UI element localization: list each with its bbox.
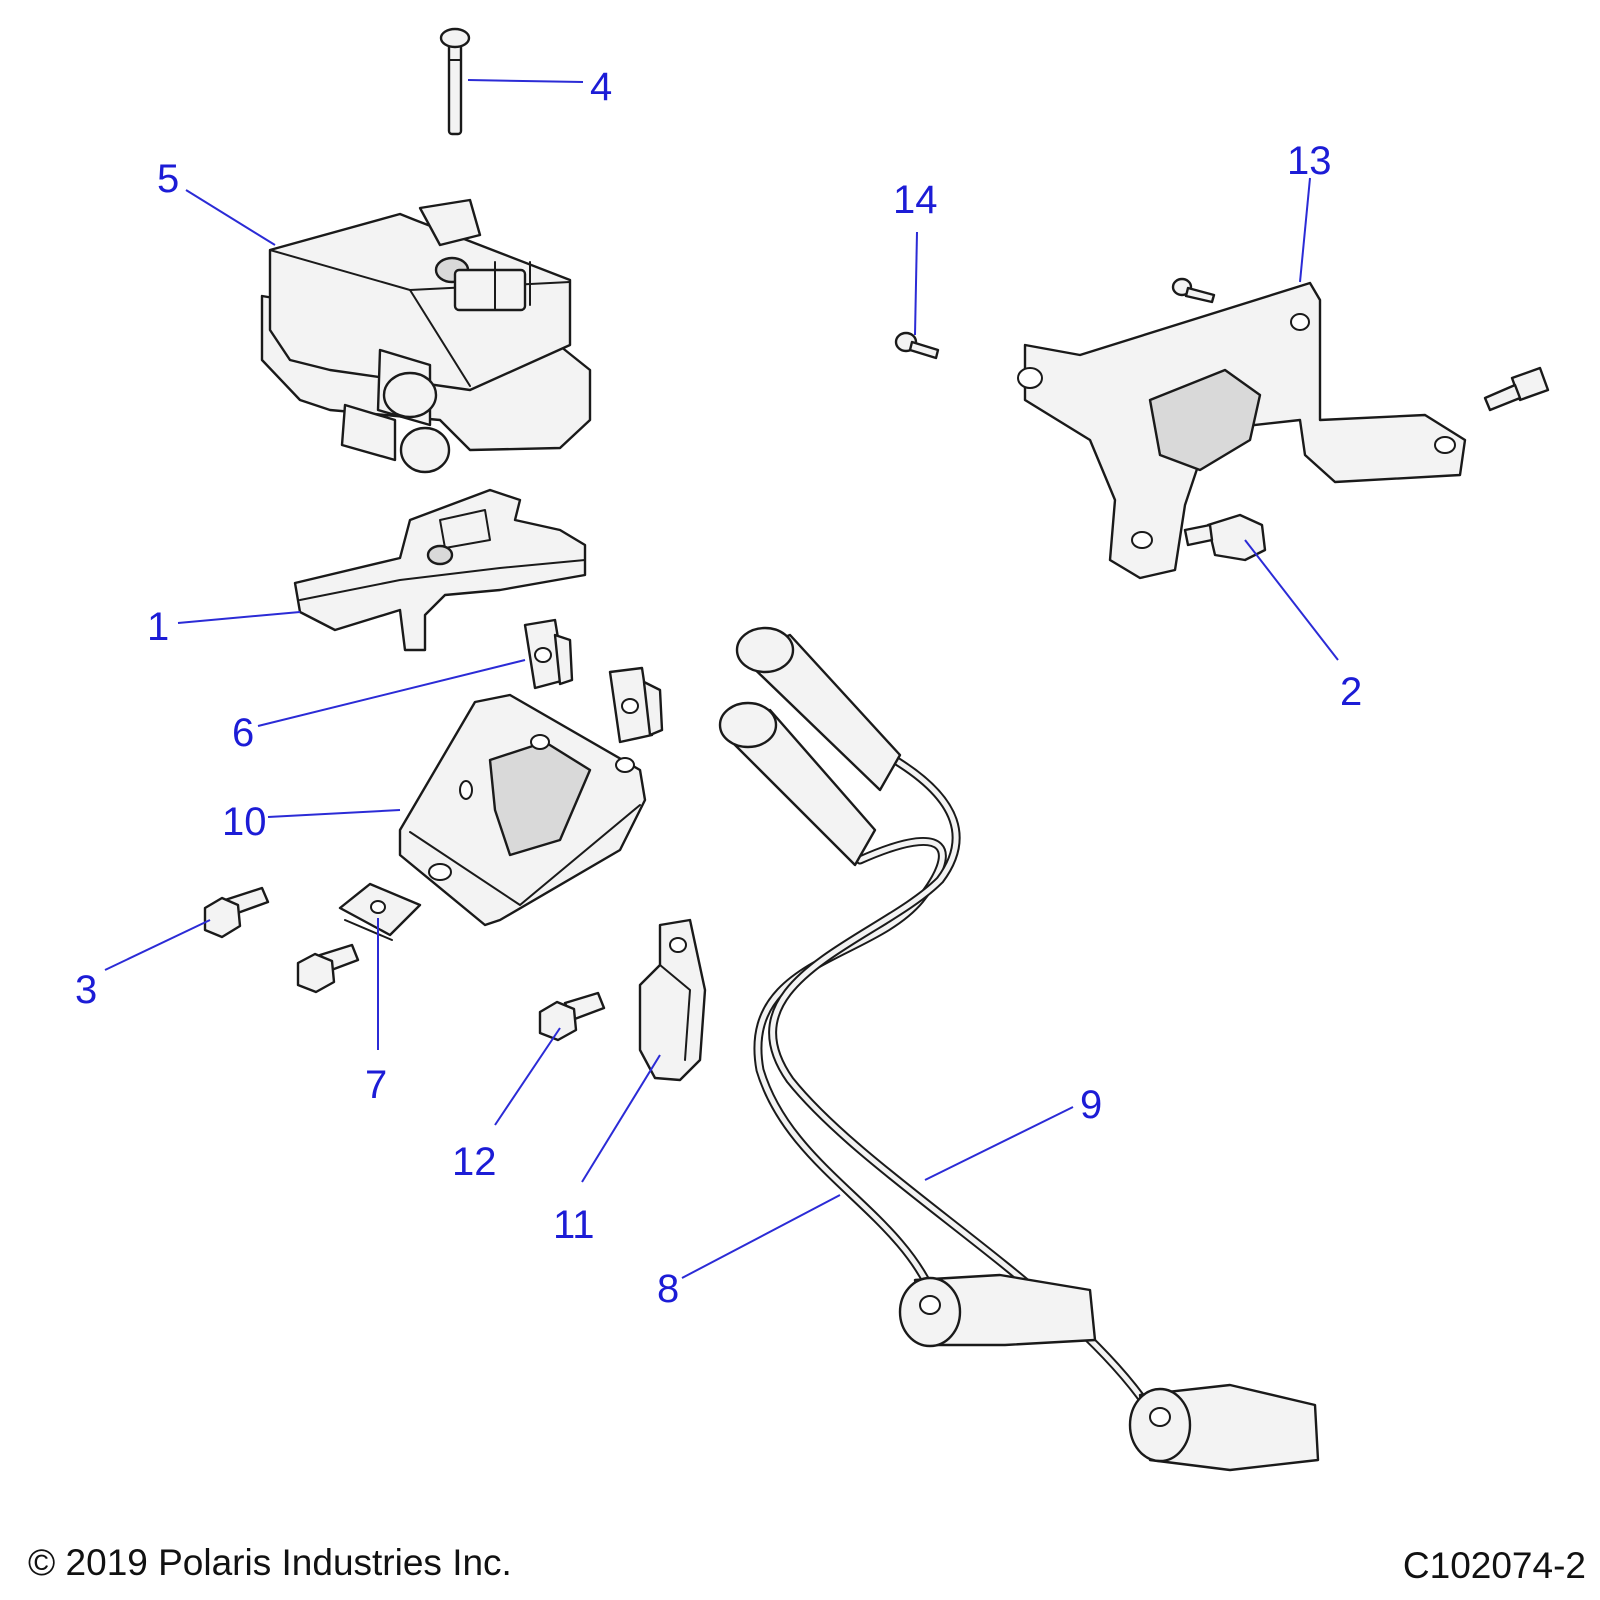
part-10-bracket: [398, 693, 647, 927]
callout-1: 1: [147, 605, 169, 649]
bracket-screw-top: [1171, 277, 1216, 304]
part-12-bolt: [538, 991, 606, 1042]
callout-3: 3: [75, 968, 97, 1012]
figure-id: C102074-2: [1402, 1545, 1586, 1586]
copyright-notice: © 2019 Polaris Industries Inc.: [28, 1542, 512, 1583]
part-2-bolt: [1183, 513, 1267, 562]
callout-7: 7: [365, 1063, 387, 1107]
callout-11: 11: [553, 1203, 595, 1247]
part-14-screw: [894, 331, 940, 360]
callout-8: 8: [657, 1267, 679, 1311]
callout-labels: 1 2 3 4 5 6 7 8 9 10 11 12 13 14: [75, 65, 1362, 1311]
part-6-clip-nut: [523, 618, 664, 744]
callout-9: 9: [1080, 1083, 1102, 1127]
callout-12: 12: [452, 1140, 497, 1184]
part-3-bolt-second: [296, 943, 360, 994]
part-7-clip-nut: [338, 882, 422, 941]
bracket-bolt-right: [1483, 366, 1550, 412]
leader-lines: [104, 79, 1339, 1279]
part-13-bracket: [1017, 281, 1467, 580]
callout-10: 10: [222, 800, 267, 844]
callout-5: 5: [157, 157, 179, 201]
part-11-clamp: [638, 918, 707, 1082]
part-8-9-spark-plug-wires: [718, 626, 1320, 1472]
part-1-spacer: [293, 488, 587, 652]
callout-4: 4: [590, 65, 612, 109]
part-4-screw: [439, 27, 471, 136]
part-5-ignition-coil: [260, 198, 592, 474]
part-3-bolt: [203, 886, 270, 939]
callout-6: 6: [232, 711, 254, 755]
callout-2: 2: [1340, 670, 1362, 714]
callout-14: 14: [893, 178, 938, 222]
callout-13: 13: [1287, 139, 1332, 183]
